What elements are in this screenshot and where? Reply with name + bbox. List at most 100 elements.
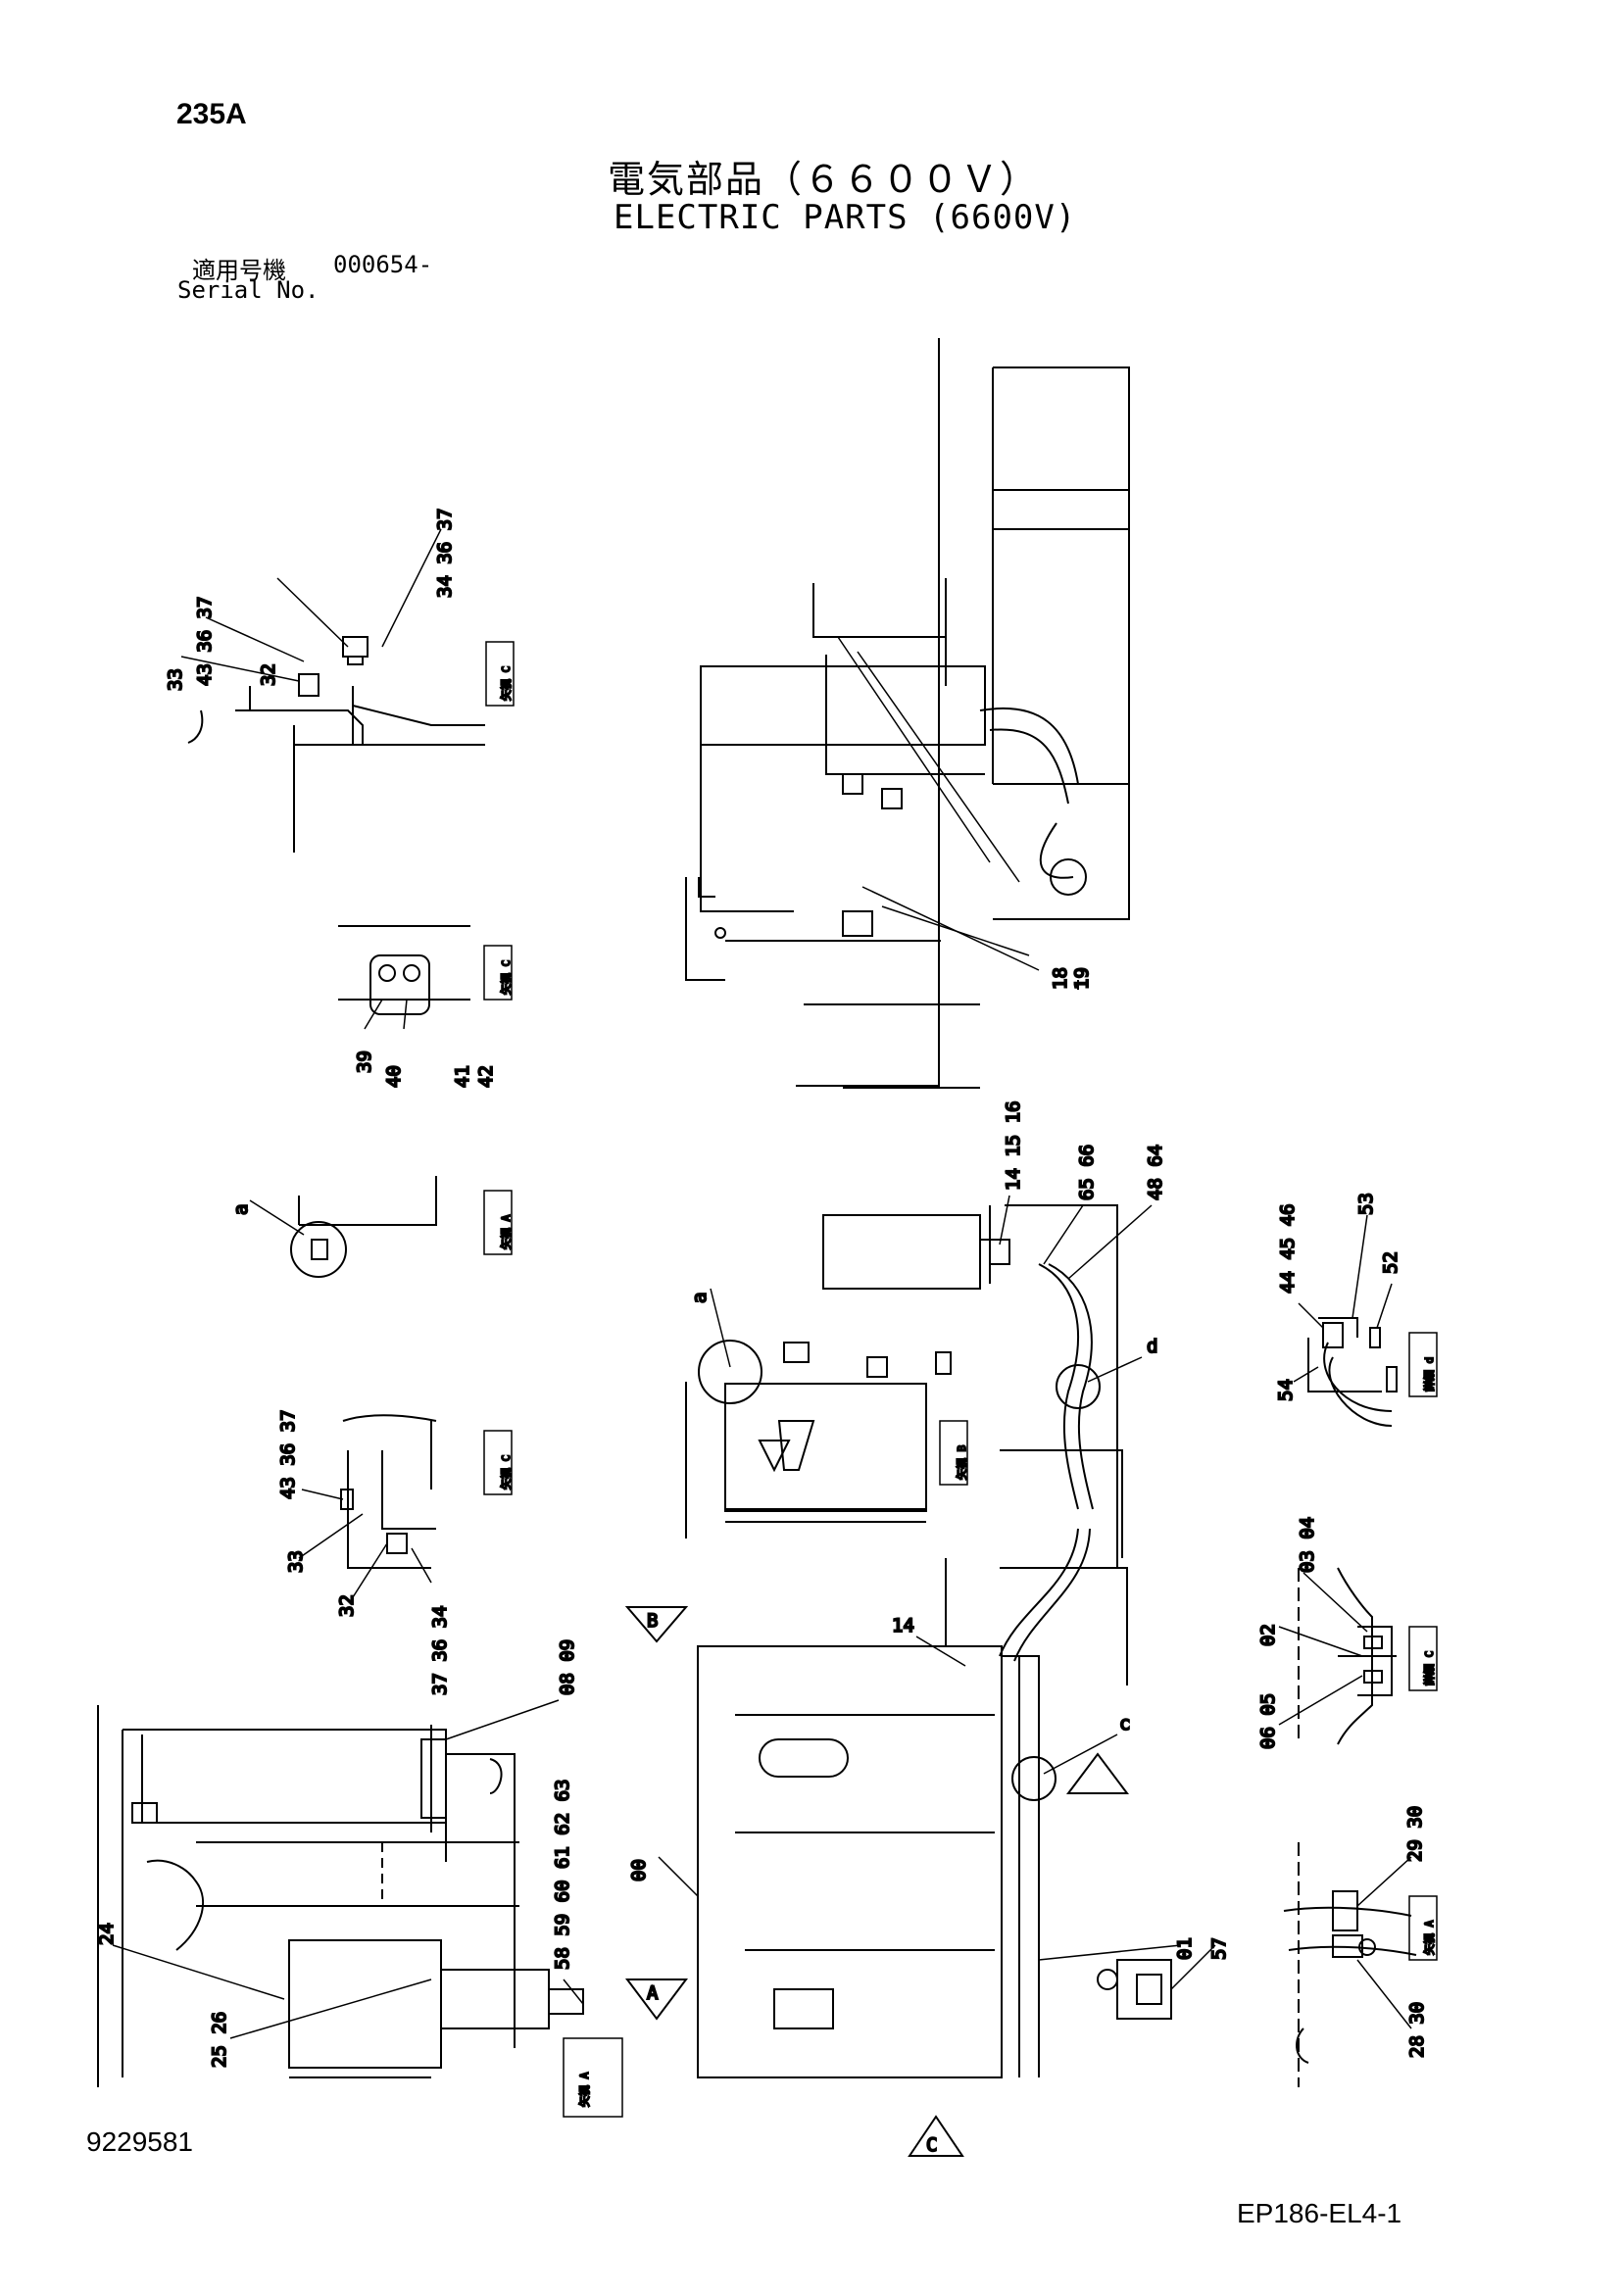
- leader-d-main: [1087, 1356, 1143, 1383]
- callout-6566: 65 66: [1076, 1145, 1098, 1200]
- model-number: 235A: [176, 98, 247, 130]
- leader-40: [403, 999, 408, 1030]
- callout-41: 41: [452, 1065, 473, 1088]
- callout-2526: 25 26: [209, 2012, 230, 2068]
- leader-433637-upper: [205, 616, 305, 662]
- serial-label-japanese: 適用号機: [192, 257, 286, 284]
- document-number: EP186-EL4-1: [1237, 2198, 1402, 2228]
- callout-53: 53: [1355, 1193, 1377, 1215]
- view-b-detail: [685, 1340, 968, 1539]
- leader-39: [364, 999, 383, 1030]
- marker-a-center: a: [689, 1293, 711, 1303]
- leader-2930: [1356, 1856, 1412, 1907]
- callout-52: 52: [1380, 1251, 1401, 1274]
- callout-585963: 58 59 60 61 62 63: [552, 1780, 573, 1970]
- leader-33-upper: [180, 656, 300, 682]
- detail-d: [1307, 1317, 1438, 1427]
- callout-373634-middle: 37 36 34: [429, 1605, 451, 1695]
- callout-19: 19: [1071, 967, 1093, 990]
- callout-33-middle: 33: [285, 1550, 307, 1573]
- marker-B-view: B: [647, 1610, 658, 1632]
- callout-444546: 44 45 46: [1277, 1203, 1299, 1294]
- callout-433637-upper: 43 36 37: [194, 596, 216, 686]
- callout-343637-upper: 34 36 37: [434, 508, 456, 598]
- view-label-c-middle: 矢視 C: [499, 1455, 513, 1490]
- view-a-detail: [290, 1176, 513, 1278]
- view-label-c-upper: 矢視 C: [499, 666, 513, 701]
- view-label-b: 矢視 B: [955, 1444, 968, 1480]
- serial-number-value: 000654-: [333, 251, 433, 278]
- detail-label-c: 詳細 C: [1422, 1651, 1436, 1685]
- part-number: 9229581: [86, 2126, 194, 2157]
- leader-4864: [1067, 1204, 1153, 1280]
- leader-585963: [563, 1978, 584, 2005]
- marker-A-view: A: [647, 1982, 659, 2004]
- view-c-upper: [187, 636, 485, 853]
- leader-24: [112, 1944, 285, 2000]
- view-label-a: 矢視 A: [499, 1214, 513, 1249]
- callout-433637-middle: 43 36 37: [277, 1409, 299, 1499]
- leader-01: [1038, 1944, 1182, 1961]
- view-c-bolt-detail: [338, 925, 513, 1015]
- page-title-english: ELECTRIC PARTS (6600V): [614, 198, 1077, 237]
- callout-24: 24: [96, 1923, 118, 1945]
- view-label-a-lower: 矢視 A: [577, 2072, 591, 2107]
- view-label-a-clamp: 矢視 A: [1422, 1920, 1436, 1955]
- callout-141516: 14 15 16: [1003, 1100, 1024, 1191]
- callout-39: 39: [354, 1050, 375, 1073]
- leader-2830: [1356, 1959, 1412, 2029]
- callout-02: 02: [1257, 1624, 1279, 1646]
- detail-label-d: 詳細 d: [1422, 1357, 1436, 1392]
- leader-14-main: [915, 1636, 966, 1667]
- callout-14-main: 14: [892, 1615, 914, 1637]
- leader-52: [1376, 1283, 1393, 1329]
- view-c-upper-label: [485, 641, 515, 707]
- upper-assembly-view: [685, 338, 1130, 1089]
- leader-c-main: [1043, 1734, 1118, 1775]
- callout-4864: 48 64: [1145, 1145, 1166, 1200]
- callout-33-upper: 33: [165, 668, 186, 691]
- callout-32-upper: 32: [258, 663, 279, 686]
- lower-left-assembly: [97, 1705, 623, 2118]
- leader-2526: [229, 1978, 432, 2039]
- callout-18: 18: [1050, 967, 1071, 990]
- leader-141516: [999, 1195, 1010, 1246]
- leader-33-middle: [298, 1513, 364, 1559]
- callout-42: 42: [475, 1065, 497, 1088]
- callout-32-middle: 32: [336, 1594, 358, 1617]
- leader-0605: [1278, 1675, 1363, 1726]
- callout-0304: 03 04: [1297, 1517, 1318, 1573]
- callout-2930: 29 30: [1404, 1806, 1426, 1862]
- detail-c: [1298, 1567, 1438, 1745]
- callout-0605: 06 05: [1257, 1693, 1279, 1749]
- leader-6566: [1043, 1204, 1084, 1265]
- leader-57: [1170, 1944, 1216, 1990]
- leader-0809: [445, 1699, 560, 1740]
- view-c-middle: [340, 1414, 513, 1569]
- marker-a-view: a: [230, 1204, 252, 1215]
- page-title-japanese: 電気部品（６６００Ｖ）: [608, 158, 1040, 201]
- leader-a-center: [710, 1288, 731, 1368]
- callout-00: 00: [628, 1859, 650, 1881]
- callout-01: 01: [1174, 1937, 1196, 1960]
- marker-c-main: c: [1119, 1713, 1130, 1734]
- callout-40: 40: [383, 1065, 405, 1088]
- callout-54: 54: [1275, 1379, 1297, 1401]
- leader-a-view: [249, 1199, 305, 1236]
- leader-433637-middle: [301, 1489, 344, 1500]
- leader-444546: [1298, 1302, 1324, 1329]
- leader-32-upper: [276, 577, 349, 648]
- main-lower-assembly: [697, 1204, 1172, 2078]
- leader-373634-middle: [411, 1547, 432, 1584]
- leader-53: [1352, 1214, 1368, 1319]
- leader-02: [1278, 1626, 1363, 1657]
- serial-label-english: Serial No.: [177, 276, 319, 304]
- callout-0809: 08 09: [557, 1639, 578, 1695]
- view-label-c-bolt: 矢視 C: [499, 960, 513, 995]
- marker-C-view: C: [926, 2134, 937, 2156]
- callout-2830: 28 30: [1406, 2002, 1428, 2058]
- leader-00: [658, 1856, 699, 1897]
- leader-32-middle: [352, 1542, 388, 1598]
- leader-343637-upper: [381, 528, 442, 648]
